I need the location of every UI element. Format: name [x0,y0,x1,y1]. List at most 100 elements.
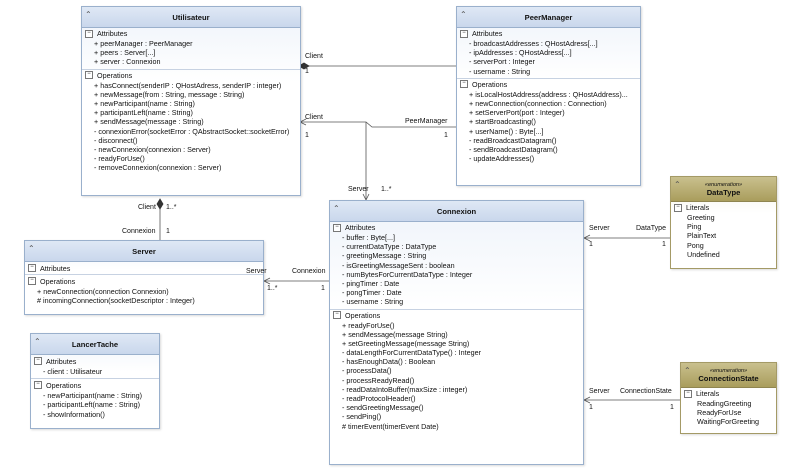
stereotype: «enumeration» [709,367,748,374]
role-label-server-connectionstate: Server [589,388,610,395]
collapse-section-icon[interactable]: − [333,311,341,319]
collapse-icon[interactable]: ⌃ [85,10,92,19]
class-connexion[interactable]: ⌃ Connexion −Attributes - buffer : Byte[… [329,200,584,465]
operation: - connexionError(socketError : QAbstract… [94,126,290,136]
attribute: - ipAddresses : QHostAdress[...] [469,48,572,58]
operation: + newParticipant(name : String) [94,98,195,108]
role-label-client-top: Client [305,53,323,60]
role-label-peermanager: PeerManager [405,118,448,125]
role-label-connectionstate: ConnectionState [620,388,672,395]
attributes-label: Attributes [345,223,376,232]
class-name: PeerManager [524,12,573,22]
operation: - readDataIntoBuffer(maxSize : integer) [342,384,468,394]
collapse-section-icon[interactable]: − [333,223,341,232]
operations-label: Operations [46,380,82,390]
role-label-datatype: DataType [636,225,666,232]
collapse-icon[interactable]: ⌃ [674,180,681,189]
attributes-label: Attributes [46,356,77,366]
attribute: - broadcastAddresses : QHostAdress[...] [469,39,598,48]
multiplicity-server-datatype: 1 [589,241,593,248]
enum-connectionstate[interactable]: ⌃ «enumeration» ConnectionState −Literal… [680,362,777,434]
class-name: Connexion [436,206,477,216]
stereotype: «enumeration» [704,181,743,188]
literal: Pong [687,240,704,250]
operation: - sendGreetingMessage() [342,403,424,413]
collapse-icon[interactable]: ⌃ [333,204,340,213]
operation: + sendMessage(message : String) [94,117,204,127]
multiplicity-server-connectionstate: 1 [589,404,593,411]
attributes-label: Attributes [40,263,71,273]
collapse-section-icon[interactable]: − [28,277,36,285]
multiplicity-connectionstate: 1 [670,404,674,411]
enum-datatype[interactable]: ⌃ «enumeration» DataType −Literals Greet… [670,176,777,269]
attribute: - buffer : Byte[...] [342,233,395,242]
class-utilisateur[interactable]: ⌃ Utilisateur −Attributes + peerManager … [81,6,301,196]
attribute: - username : String [342,297,404,307]
collapse-section-icon[interactable]: − [28,264,36,272]
attributes-section: −Attributes + peerManager : PeerManager … [82,28,300,70]
collapse-section-icon[interactable]: − [34,357,42,365]
attributes-section: −Attributes [25,262,263,275]
literals-label: Literals [696,389,720,398]
operation: + participantLeft(name : String) [94,108,193,118]
operation: - disconnect() [94,135,138,145]
collapse-icon[interactable]: ⌃ [34,337,41,346]
role-label-server-right: Server [246,268,267,275]
collapse-section-icon[interactable]: − [34,381,42,390]
attribute: - serverPort : Integer [469,57,535,67]
arrowhead-datatype [583,234,591,242]
collapse-icon[interactable]: ⌃ [28,244,35,253]
operation: - sendBroadcastDatagram() [469,144,558,154]
operations-section: −Operations + readyForUse() + sendMessag… [330,310,583,433]
operation: + setGreetingMessage(message String) [342,338,470,348]
class-name: DataType [706,187,741,197]
operation: - processReadyRead() [342,375,415,385]
arrowhead-connectionstate [583,396,591,404]
multiplicity-client-top: 1 [305,68,309,75]
operation: + setServerPort(port : Integer) [469,108,565,118]
attributes-label: Attributes [97,29,128,38]
attributes-section: −Attributes - client : Utilisateur [31,355,159,380]
operation: + newMessage(from : String, message : St… [94,89,245,99]
operation: + newConnection(connection Connexion) [37,287,169,296]
literal: ReadyForUse [697,408,742,418]
operation: - participantLeft(name : String) [43,400,141,410]
collapse-section-icon[interactable]: − [85,29,93,38]
literal: WaitingForGreeting [697,417,760,427]
operation: + startBroadcasting() [469,117,536,127]
literals-section: −Literals Greeting Ping PlainText Pong U… [671,202,776,261]
class-peermanager[interactable]: ⌃ PeerManager −Attributes - broadcastAdd… [456,6,641,186]
role-label-connexion-right: Connexion [292,268,326,275]
class-lancertache[interactable]: ⌃ LancerTache −Attributes - client : Uti… [30,333,160,429]
collapse-icon[interactable]: ⌃ [684,366,691,375]
class-server[interactable]: ⌃ Server −Attributes −Operations + newCo… [24,240,264,315]
attributes-section: −Attributes - buffer : Byte[...] - curre… [330,222,583,310]
literal: Greeting [687,213,715,222]
composition-diamond-server [156,198,164,210]
collapse-section-icon[interactable]: − [674,203,682,212]
operation: - dataLengthForCurrentDataType() : Integ… [342,348,482,358]
arrowhead-server [263,277,271,285]
multiplicity-server-top: 1..* [381,186,392,193]
operation: # incomingConnection(socketDescriptor : … [37,296,195,306]
operations-section: −Operations + newConnection(connection C… [25,275,263,307]
collapse-section-icon[interactable]: − [85,71,93,80]
class-header: ⌃ Connexion [330,201,583,222]
collapse-section-icon[interactable]: − [460,80,468,89]
multiplicity-connexion-right: 1 [321,285,325,292]
multiplicity-connexion-left: 1 [166,228,170,235]
literals-section: −Literals ReadingGreeting ReadyForUse Wa… [681,388,776,429]
collapse-icon[interactable]: ⌃ [460,10,467,19]
class-name: LancerTache [71,339,119,349]
operation: - newParticipant(name : String) [43,391,143,401]
collapse-section-icon[interactable]: − [684,389,692,398]
class-header: ⌃ LancerTache [31,334,159,355]
multiplicity-peermanager: 1 [444,132,448,139]
operations-section: −Operations + isLocalHostAddress(address… [457,79,640,166]
operations-label: Operations [40,276,76,286]
collapse-section-icon[interactable]: − [460,29,468,38]
attributes-label: Attributes [472,29,503,38]
attribute: - pongTimer : Date [342,288,402,298]
role-label-server-top: Server [348,186,369,193]
class-header: ⌃ PeerManager [457,7,640,28]
